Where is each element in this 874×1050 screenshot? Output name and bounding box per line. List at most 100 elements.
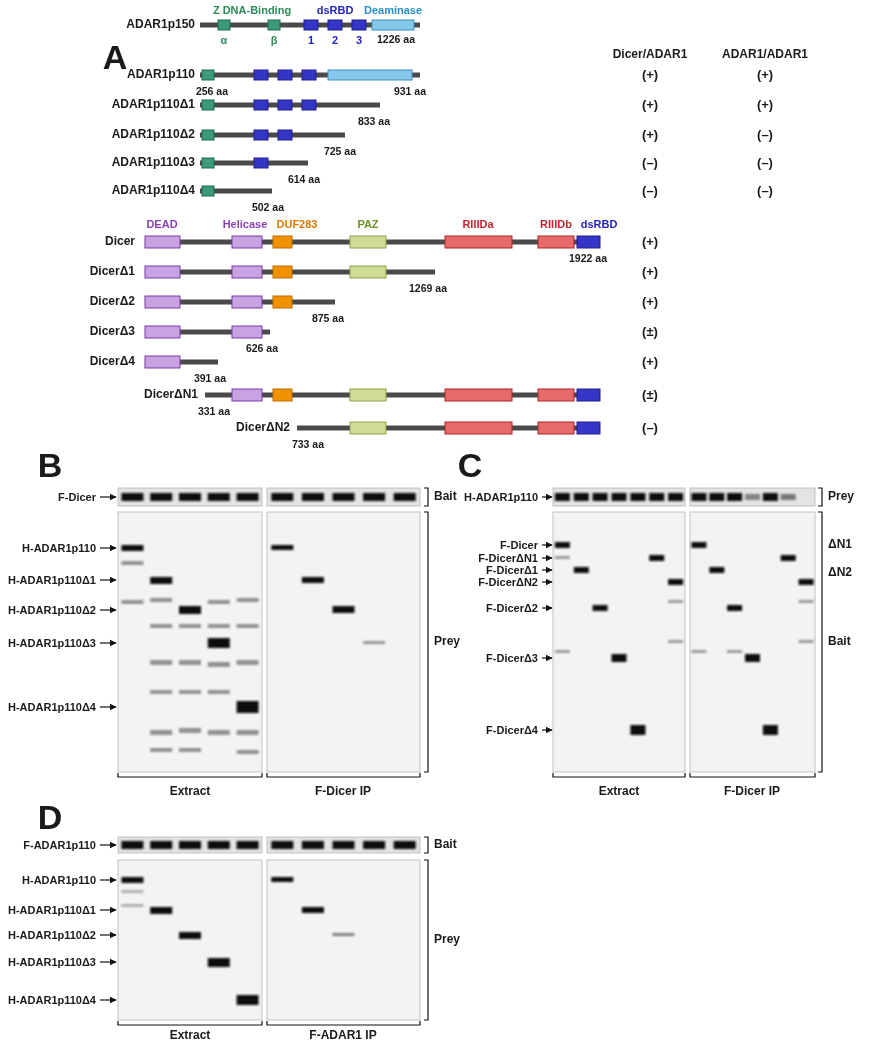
western-blot — [593, 605, 608, 611]
western-blot — [781, 555, 796, 561]
lane-group-label: F-ADAR1 IP — [309, 1029, 376, 1042]
western-blot — [118, 488, 262, 506]
dicer-construct-map — [350, 266, 386, 278]
column-header: ADAR1/ADAR1 — [722, 48, 808, 61]
western-blot — [179, 690, 201, 694]
bracket — [118, 1021, 262, 1025]
western-blot — [691, 600, 813, 653]
dicer-construct-map — [145, 356, 180, 368]
bracket-label: Bait — [434, 838, 457, 851]
western-blot — [302, 841, 324, 849]
pointer-arrow — [100, 844, 116, 845]
western-blot — [118, 837, 420, 1020]
dicer-construct-map — [577, 236, 600, 248]
western-blot — [179, 728, 201, 733]
interaction-score: (+) — [642, 355, 658, 369]
western-blot — [709, 493, 724, 501]
western-blot — [302, 493, 324, 501]
domain-label: DEAD — [146, 218, 177, 230]
western-blot — [668, 600, 683, 603]
dicer-construct-map — [445, 236, 512, 248]
construct-name: DicerΔN1 — [144, 388, 198, 401]
western-blot — [237, 995, 259, 1005]
domain-label: β — [271, 34, 278, 46]
domain-label: dsRBD — [581, 218, 618, 230]
construct-name: ADAR1p110 — [127, 68, 195, 81]
western-blot — [118, 488, 420, 772]
western-blot — [690, 512, 815, 772]
western-blot — [237, 660, 259, 665]
western-blot — [121, 890, 143, 907]
dicer-construct-map — [232, 296, 262, 308]
western-blot — [271, 493, 293, 501]
adar1-construct-map — [254, 70, 268, 80]
western-blot — [612, 493, 627, 501]
western-blot — [150, 577, 172, 584]
adar1-construct-map — [254, 130, 268, 140]
western-blot — [763, 493, 778, 501]
western-blot — [121, 600, 143, 604]
band-label: H-ADAR1p110 — [22, 874, 96, 886]
bracket — [818, 488, 822, 506]
adar1-construct-map — [202, 100, 214, 110]
residue-number: 1269 aa — [409, 283, 447, 295]
western-blot — [302, 907, 324, 913]
dicer-construct-map — [577, 389, 600, 401]
pointer-arrow — [100, 879, 116, 880]
interaction-score: (+) — [757, 98, 773, 112]
construct-name: DicerΔ1 — [90, 265, 135, 278]
bracket — [424, 837, 428, 853]
interaction-score: (–) — [757, 156, 773, 170]
western-blot — [179, 748, 201, 752]
western-blot — [237, 598, 259, 602]
adar1-construct-map — [328, 70, 412, 80]
pointer-arrow — [100, 579, 116, 580]
domain-label: 3 — [356, 34, 362, 46]
western-blot — [267, 837, 420, 853]
dicer-construct-map — [538, 236, 574, 248]
western-blot — [668, 640, 683, 643]
western-blot — [150, 598, 172, 602]
interaction-score: (+) — [642, 265, 658, 279]
residue-number: 626 aa — [246, 343, 278, 355]
domain-label: 1 — [308, 34, 314, 46]
dicer-construct-map — [350, 422, 386, 434]
western-blot — [179, 624, 201, 628]
adar1-construct-map — [200, 20, 420, 196]
interaction-score: (–) — [757, 128, 773, 142]
western-blot — [208, 624, 230, 628]
western-blot — [237, 701, 259, 713]
western-blot — [121, 561, 143, 565]
western-blot — [691, 542, 706, 548]
western-blot — [333, 606, 355, 613]
bracket — [424, 488, 428, 506]
western-blot — [333, 841, 355, 849]
western-blot — [179, 606, 201, 614]
adar1-construct-map — [278, 100, 292, 110]
western-blot — [237, 493, 259, 501]
interaction-score: (–) — [642, 184, 658, 198]
construct-name: DicerΔ3 — [90, 325, 135, 338]
western-blot — [668, 493, 683, 501]
dicer-construct-map — [232, 326, 262, 338]
western-blot — [763, 725, 778, 735]
western-blot — [121, 877, 143, 883]
adar1-construct-map — [254, 158, 268, 168]
band-label: H-ADAR1p110Δ3 — [8, 956, 96, 968]
band-label: H-ADAR1p110Δ1 — [8, 904, 96, 916]
adar1-construct-map — [254, 100, 268, 110]
lane-group-label: Extract — [170, 1029, 211, 1042]
adar1-construct-map — [268, 20, 280, 30]
bracket-label: Bait — [434, 490, 457, 503]
western-blot — [179, 660, 201, 665]
construct-name: ADAR1p150 — [126, 18, 195, 31]
western-blot — [150, 690, 172, 694]
western-blot — [118, 837, 262, 853]
western-blot — [208, 690, 230, 694]
pointer-arrow — [100, 934, 116, 935]
domain-label: Deaminase — [364, 4, 422, 16]
bracket — [267, 773, 420, 777]
western-blot — [553, 488, 685, 506]
pointer-arrow — [542, 581, 552, 582]
band-label: F-Dicer — [58, 491, 96, 503]
